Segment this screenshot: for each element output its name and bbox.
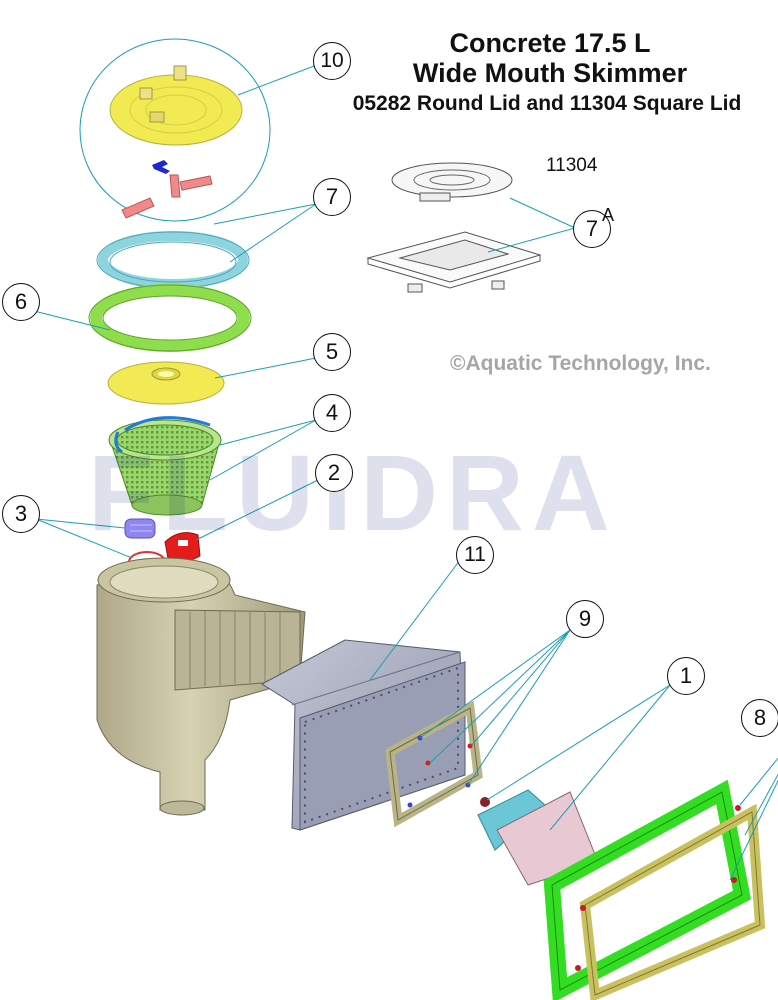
callout-7a: 7 [573,210,611,248]
purple-plug [124,518,156,539]
diagram-title-line1: Concrete 17.5 L [449,28,651,58]
square-lid-part-number: 11304 [546,155,598,176]
callout-1: 1 [667,657,705,695]
callout-8: 8 [741,699,778,737]
callout-2: 2 [315,454,353,492]
lid-detail-outline [79,38,271,222]
basket [108,416,222,516]
callout-5: 5 [313,333,351,371]
weir-flaps [477,789,599,886]
callout-11: 11 [456,536,494,574]
callout-7a-suffix: A [602,205,615,225]
callout-9: 9 [566,600,604,638]
square-lid-inset [366,162,542,293]
copyright-notice: ©Aquatic Technology, Inc. [450,352,711,375]
callout-10: 10 [313,42,351,80]
diagram-title-line3: 05282 Round Lid and 11304 Square Lid [352,92,742,115]
faceplate-frames [543,779,766,1000]
round-lid [109,65,243,146]
throat-extension [261,639,466,831]
leader-lines [25,65,778,881]
callout-4: 4 [313,394,351,432]
lid-seat-ring [96,231,250,289]
brand-watermark: FLUIDRA [88,432,618,553]
callout-7: 7 [313,178,351,216]
float-disc [107,361,225,405]
callout-3: 3 [2,495,40,533]
callout-6: 6 [2,283,40,321]
lid-clips [121,160,213,219]
skimmer-body [96,557,306,816]
collar-ring [88,284,252,352]
diagram-title-line2: Wide Mouth Skimmer [412,58,688,88]
